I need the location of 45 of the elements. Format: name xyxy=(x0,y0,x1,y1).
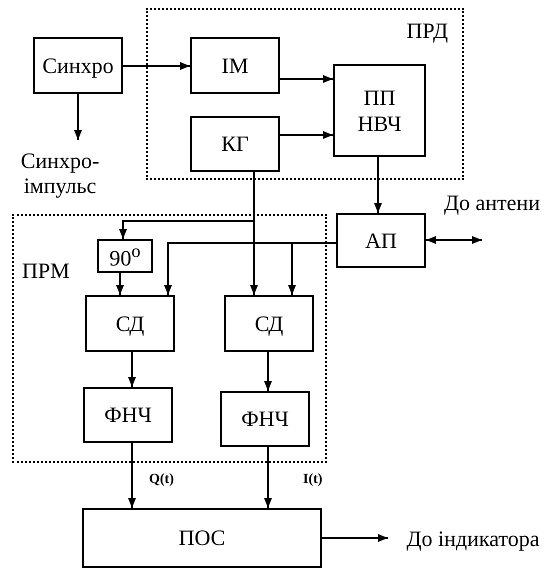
block-label: ФНЧ xyxy=(104,402,152,428)
block-box xyxy=(336,213,426,268)
block-box xyxy=(190,116,280,172)
arrow xyxy=(280,75,333,83)
arrow xyxy=(74,94,82,140)
note-text: До антени xyxy=(444,190,540,216)
arrow xyxy=(264,352,272,391)
block-box xyxy=(85,295,175,352)
block-label: ФНЧ xyxy=(241,406,289,432)
arrow xyxy=(116,273,124,295)
block-box xyxy=(83,387,173,443)
block-label: Синхро-імпульс xyxy=(20,148,100,198)
block-label: Синхро xyxy=(42,52,114,78)
block-label: 90$^{o}$ xyxy=(109,241,141,271)
arrow xyxy=(119,172,255,239)
block-label: КГ xyxy=(221,131,249,157)
block-box xyxy=(33,37,123,94)
arrow xyxy=(128,352,136,387)
block-box xyxy=(220,391,310,447)
block-box xyxy=(333,64,426,157)
block-box xyxy=(97,239,153,273)
dotted-group-frame xyxy=(146,8,464,180)
arrow xyxy=(426,236,482,244)
block-box xyxy=(82,508,322,568)
dotted-group-frame xyxy=(12,214,327,463)
arrow xyxy=(128,443,136,508)
block-label: ІМ xyxy=(222,52,248,78)
edge-label: Q(t) xyxy=(148,472,175,488)
group-title: ПРД xyxy=(406,18,448,44)
arrow xyxy=(374,157,382,213)
block-label: СД xyxy=(116,310,144,336)
arrow xyxy=(123,62,190,70)
block-label: ПП НВЧ xyxy=(356,85,402,136)
arrow xyxy=(264,447,272,508)
arrow xyxy=(322,534,388,542)
arrow xyxy=(280,131,333,139)
edge-label: I(t) xyxy=(302,472,324,488)
block-label: До індикатора xyxy=(406,526,540,552)
arrow xyxy=(288,242,336,295)
block-label: СД xyxy=(254,310,284,336)
block-label: АП xyxy=(365,228,397,254)
block-label: ПОС xyxy=(178,525,226,551)
block-box xyxy=(190,37,280,94)
group-title: ПРМ xyxy=(22,258,70,284)
block-box xyxy=(224,295,314,352)
